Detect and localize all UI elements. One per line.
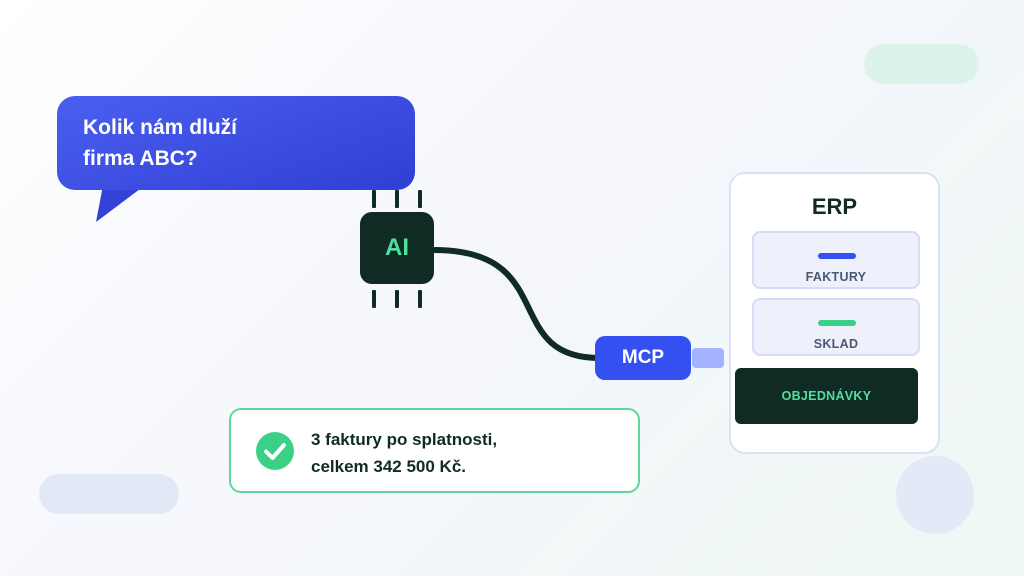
module-label: OBJEDNÁVKY (781, 389, 872, 403)
decorative-pill-bottom-left (39, 474, 179, 514)
check-circle-icon (256, 432, 294, 470)
erp-title: ERP (811, 194, 858, 219)
chip-pin (418, 190, 422, 208)
question-text: Kolik nám dluží firma ABC? (57, 96, 415, 190)
chip-pin (395, 190, 399, 208)
mcp-prong (692, 348, 724, 368)
module-objednavky: OBJEDNÁVKY (735, 368, 918, 424)
module-faktury: FAKTURY (752, 231, 920, 289)
module-indicator (818, 320, 856, 326)
module-label: SKLAD (813, 337, 859, 351)
chip-pin (418, 290, 422, 308)
module-label: FAKTURY (805, 270, 867, 284)
mcp-label: MCP (621, 347, 665, 368)
answer-card: 3 faktury po splatnosti, celkem 342 500 … (229, 408, 640, 493)
mcp-connector: MCP (595, 336, 691, 380)
module-sklad: SKLAD (752, 298, 920, 356)
decorative-pill-top-right (864, 44, 979, 84)
chip-pin (372, 190, 376, 208)
chip-pin (395, 290, 399, 308)
answer-text: 3 faktury po splatnosti, celkem 342 500 … (311, 430, 498, 476)
module-indicator (818, 253, 856, 259)
decorative-circle (896, 456, 974, 534)
bubble-tail (96, 180, 152, 222)
chip-pin (372, 290, 376, 308)
ai-chip: AI (360, 212, 434, 284)
ai-chip-label: AI (385, 234, 409, 261)
